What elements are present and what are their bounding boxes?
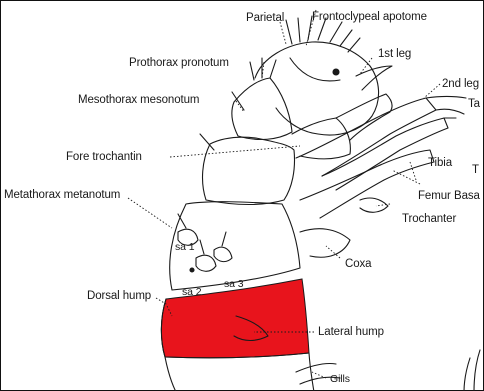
coxa-outline [300,229,350,257]
leader-tibia [410,162,416,180]
leader-mesothorax [236,101,244,112]
mandible [356,66,392,90]
label-trochanter: Trochanter [402,213,456,225]
label-t-partial: T [472,164,479,176]
frontoclypeal-suture [290,58,340,81]
first-leg-coxa [292,118,350,159]
label-frontoclypeal-apotome: Frontoclypeal apotome [312,11,427,23]
label-sa2: sa 2 [182,286,201,298]
label-prothorax-pronotum: Prothorax pronotum [129,57,229,69]
leader-parietal [280,22,286,44]
label-tarsus-partial: Ta [468,98,480,110]
partial-abdomen-right [464,350,480,391]
third-leg [300,150,434,218]
mesothorax-outline [203,137,295,204]
prothorax-outline [232,78,292,139]
leader-fore-trochantin [170,146,300,157]
leader-metathorax [128,198,172,228]
label-mesothorax-mesonotum: Mesothorax mesonotum [78,94,199,106]
sa2-sclerite [196,255,216,271]
second-leg-femur [296,98,436,176]
label-first-leg: 1st leg [378,48,411,60]
label-basal-partial: Basa [454,190,480,202]
spot [190,268,194,272]
trochanter-knob [360,198,388,212]
eye-spot [333,69,339,75]
label-gills: Gills [330,373,350,385]
label-sa1: sa 1 [175,241,194,253]
label-lateral-hump: Lateral hump [318,326,384,338]
leader-second-leg [424,84,440,98]
label-femur: Femur [418,190,451,202]
label-second-leg: 2nd leg [442,78,479,90]
label-parietal: Parietal [246,12,284,24]
label-dorsal-hump: Dorsal hump [87,290,151,302]
label-fore-trochantin: Fore trochantin [66,151,142,163]
label-metathorax-metanotum: Metathorax metanotum [4,189,120,201]
label-tibia: Tibia [428,157,452,169]
leader-femur [392,170,420,184]
label-coxa: Coxa [345,258,371,270]
sa3-sclerite [214,247,232,261]
head-capsule [255,42,379,135]
label-sa3: sa 3 [224,278,243,290]
second-leg-tarsus [426,97,466,119]
